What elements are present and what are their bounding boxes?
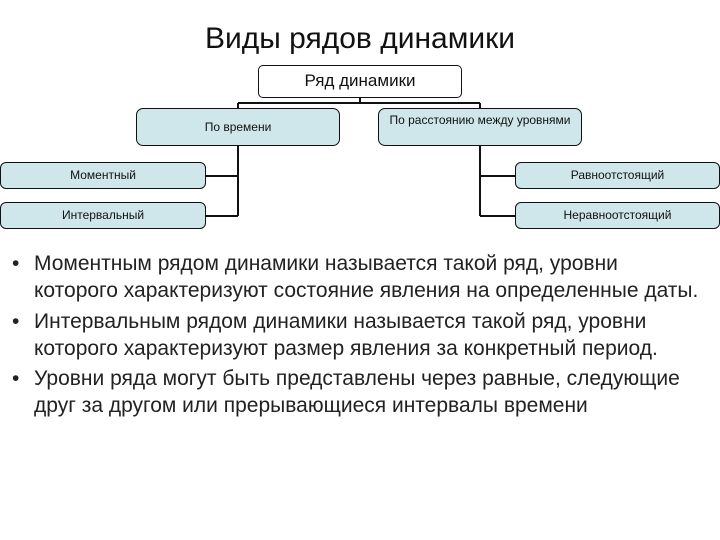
slide-title: Виды рядов динамики bbox=[204, 22, 515, 55]
leaf-equidistant: Равноотстоящий bbox=[515, 162, 720, 189]
bullet-item: Моментным рядом динамики называется тако… bbox=[0, 250, 700, 305]
root-node: Ряд динамики bbox=[258, 65, 462, 98]
bullet-item: Интервальным рядом динамики называется т… bbox=[0, 308, 700, 363]
bullet-item: Уровни ряда могут быть представлены чере… bbox=[0, 365, 700, 420]
branch-by-time: По времени bbox=[136, 108, 340, 146]
leaf-non-equidistant: Неравноотстоящий bbox=[515, 202, 720, 229]
branch-by-distance: По расстоянию между уровнями bbox=[378, 108, 582, 146]
bullet-list: Моментным рядом динамики называется тако… bbox=[0, 250, 700, 423]
leaf-interval: Интервальный bbox=[0, 202, 206, 229]
leaf-momentary: Моментный bbox=[0, 162, 206, 189]
